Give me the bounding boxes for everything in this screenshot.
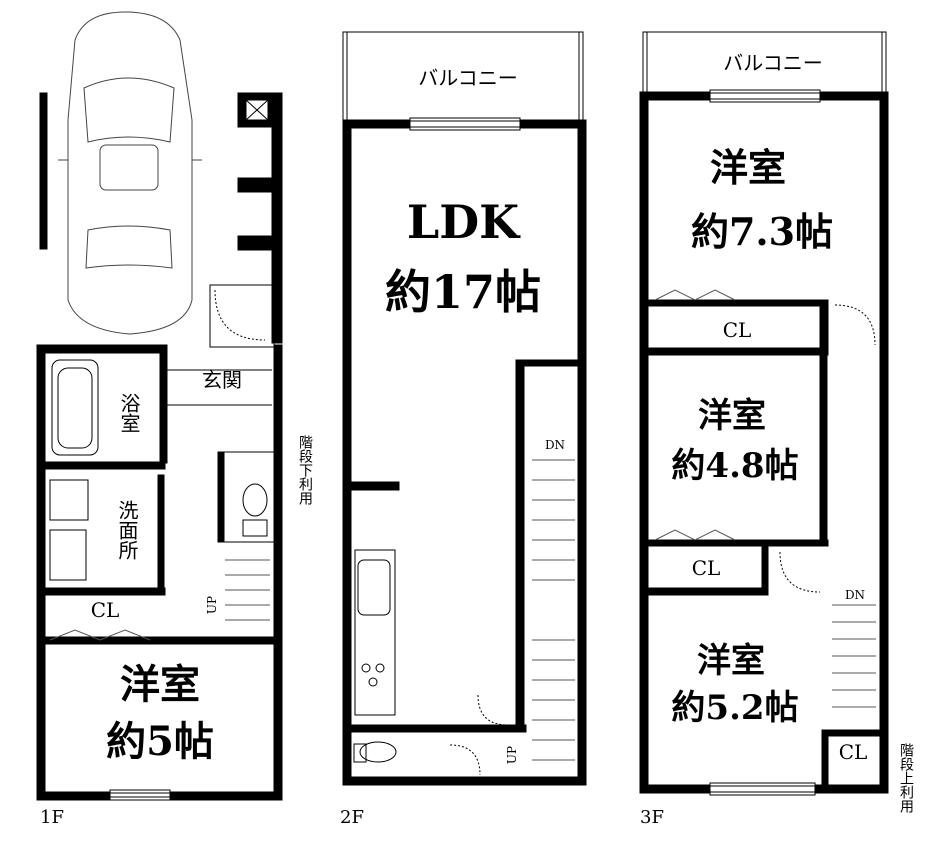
floor-3-label: 3F (640, 807, 664, 828)
f1-stair-up: UP (205, 595, 219, 615)
f2-stair-down: DN (544, 438, 566, 452)
f3-room2-name: 洋室 (698, 396, 766, 436)
car-icon (58, 11, 202, 335)
f3-stair-closet: CL (838, 740, 868, 764)
floor-1-plan (36, 11, 283, 801)
f3-stair-down: DN (844, 588, 866, 602)
f3-room3-name: 洋室 (697, 641, 765, 681)
under-stairs-note: 階段下利用 (297, 435, 313, 505)
f3-balcony-label: バルコニー (723, 51, 823, 75)
floor-3-plan (639, 31, 889, 796)
f2-stair-up: UP (505, 745, 519, 765)
floor-2-label: 2F (340, 807, 364, 828)
f3-room1-size: 約7.3帖 (690, 209, 834, 254)
floor-2-plan (342, 31, 587, 786)
washroom-label: 洗面所 (115, 500, 139, 560)
entrance-label: 玄関 (202, 368, 242, 392)
f3-room3-size: 約5.2帖 (671, 688, 799, 728)
f1-bedroom-name: 洋室 (120, 661, 200, 708)
f3-room1-name: 洋室 (709, 145, 787, 190)
f3-room2-closet: CL (691, 556, 721, 580)
f2-balcony-label: バルコニー (418, 66, 518, 90)
f3-room1-closet: CL (722, 318, 752, 342)
f1-bedroom-size: 約5帖 (106, 718, 214, 765)
over-stairs-note: 階段上利用 (898, 743, 914, 813)
bath-label: 浴室 (117, 393, 141, 433)
f1-closet-label: CL (90, 598, 120, 622)
ldk-name: LDK (406, 195, 520, 249)
floor-1-label: 1F (40, 807, 64, 828)
ldk-size: 約17帖 (384, 265, 542, 319)
f3-room2-size: 約4.8帖 (671, 446, 799, 486)
